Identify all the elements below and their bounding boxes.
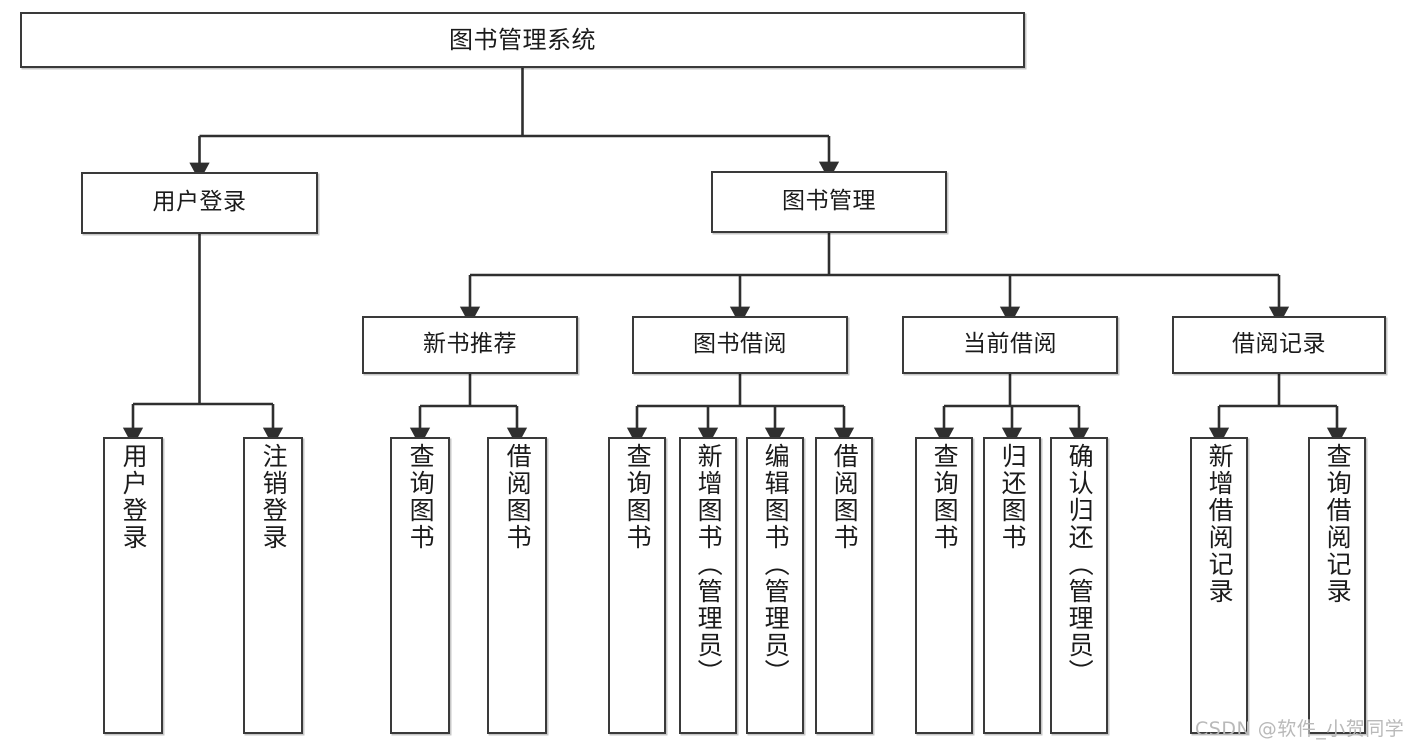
node-label-user-login: 用户登录 [152,189,247,216]
node-label-leaf-user-login: 用户登录 [119,443,149,551]
node-label-leaf-br-add: 新增借阅记录 [1205,443,1235,605]
node-label-leaf-bb-add: 新增图书（管理员） [694,443,724,686]
node-label-leaf-br-query: 查询借阅记录 [1323,443,1353,605]
node-label-new-book-rec: 新书推荐 [423,331,517,358]
node-borrow-record[interactable]: 借阅记录 [1172,316,1386,374]
node-current-borrow[interactable]: 当前借阅 [902,316,1118,374]
node-leaf-bb-borrow[interactable]: 借阅图书 [815,437,873,734]
node-leaf-bb-edit[interactable]: 编辑图书（管理员） [746,437,804,734]
node-leaf-cb-return[interactable]: 归还图书 [983,437,1041,734]
node-label-book-manage: 图书管理 [782,188,876,215]
node-root[interactable]: 图书管理系统 [20,12,1025,68]
node-label-book-borrow: 图书借阅 [693,331,787,358]
node-new-book-rec[interactable]: 新书推荐 [362,316,578,374]
node-leaf-br-add[interactable]: 新增借阅记录 [1190,437,1248,734]
node-leaf-user-logout[interactable]: 注销登录 [243,437,303,734]
node-label-leaf-cb-query: 查询图书 [930,443,960,551]
node-leaf-bb-add[interactable]: 新增图书（管理员） [679,437,737,734]
node-label-leaf-rec-borrow: 借阅图书 [503,443,533,551]
node-book-manage[interactable]: 图书管理 [711,171,947,233]
node-leaf-rec-borrow[interactable]: 借阅图书 [487,437,547,734]
watermark-label: CSDN @软件_小贺同学 [1195,718,1405,740]
node-book-borrow[interactable]: 图书借阅 [632,316,848,374]
node-leaf-br-query[interactable]: 查询借阅记录 [1308,437,1366,734]
node-leaf-user-login[interactable]: 用户登录 [103,437,163,734]
node-label-borrow-record: 借阅记录 [1232,331,1326,358]
node-leaf-rec-query[interactable]: 查询图书 [390,437,450,734]
node-label-leaf-bb-borrow: 借阅图书 [830,443,860,551]
node-label-root: 图书管理系统 [449,25,596,54]
node-leaf-cb-confirm[interactable]: 确认归还（管理员） [1050,437,1108,734]
node-user-login[interactable]: 用户登录 [81,172,318,234]
node-label-leaf-cb-return: 归还图书 [998,443,1028,551]
node-label-current-borrow: 当前借阅 [963,331,1057,358]
node-leaf-cb-query[interactable]: 查询图书 [915,437,973,734]
node-label-leaf-rec-query: 查询图书 [406,443,436,551]
node-label-leaf-cb-confirm: 确认归还（管理员） [1065,443,1095,686]
node-leaf-bb-query[interactable]: 查询图书 [608,437,666,734]
node-label-leaf-bb-query: 查询图书 [623,443,653,551]
node-label-leaf-bb-edit: 编辑图书（管理员） [761,443,791,686]
edge-group [122,68,1348,447]
node-label-leaf-user-logout: 注销登录 [259,443,289,551]
